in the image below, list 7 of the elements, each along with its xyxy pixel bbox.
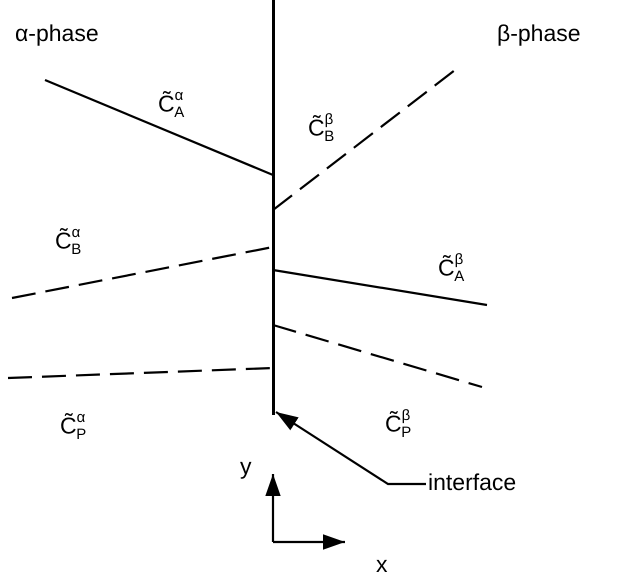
phase-label: α-phase [15, 22, 99, 45]
phase-label: β-phase [497, 22, 581, 45]
axis-label: y [240, 455, 252, 478]
interface-line [272, 0, 275, 415]
axis-label: x [376, 553, 388, 576]
leader-line [275, 411, 426, 486]
interface-label: interface [428, 471, 516, 494]
